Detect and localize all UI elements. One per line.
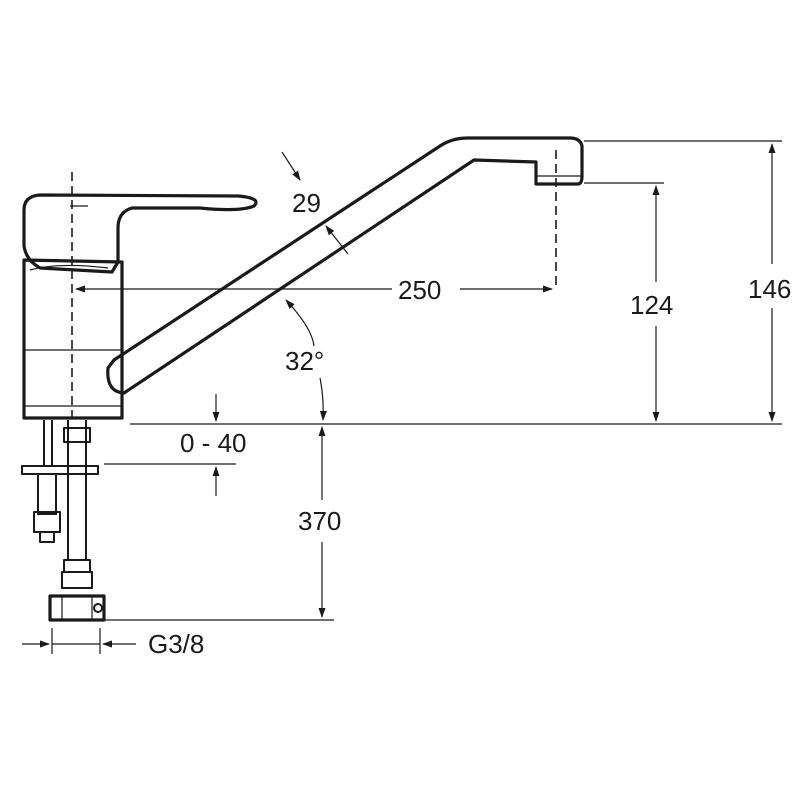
under-counter-hardware: [21, 420, 106, 622]
dimension-counter-thickness: 0 - 40: [180, 394, 247, 496]
dimension-total-height: 146: [748, 143, 791, 422]
nut-hole: [93, 603, 103, 613]
dimension-handle-thickness: 29: [281, 151, 349, 255]
spout-outline: [106, 136, 584, 395]
dim-32-arc-lower: [319, 377, 327, 421]
hose-connection-nut: [48, 594, 106, 622]
dim-250-label: 250: [398, 275, 441, 305]
dimension-connection-thread: G3/8: [22, 629, 204, 659]
mounting-plate: [21, 465, 99, 475]
faucet-spout: [106, 136, 584, 395]
dimension-hose-length: 370: [298, 426, 341, 618]
dim-124-label: 124: [630, 290, 673, 320]
hose-right-collar: [63, 427, 91, 443]
center-lines: [71, 150, 557, 420]
faucet-lever-handle: [22, 193, 258, 274]
dim-29-label: 29: [292, 188, 321, 218]
lever-joint-line: [29, 264, 109, 271]
stud-end: [39, 531, 55, 543]
dim-29-line: [281, 151, 301, 181]
dimension-spout-reach: 250: [75, 275, 553, 305]
dimension-outlet-height: 124: [630, 185, 673, 422]
reference-lines: [51, 140, 782, 654]
hose-fitting-mid: [61, 571, 93, 589]
hose-fitting-upper: [63, 559, 91, 573]
dim-040-label: 0 - 40: [180, 428, 247, 458]
dim-370-label: 370: [298, 506, 341, 536]
hose-right: [67, 420, 87, 560]
faucet-body-cylinder: [22, 258, 124, 420]
nut-facet-1: [61, 596, 93, 620]
dim-32-label: 32°: [285, 346, 324, 376]
dim-g38-label: G3/8: [148, 629, 204, 659]
dimension-spout-angle: 32°: [285, 299, 327, 421]
mounting-stud: [37, 473, 57, 515]
dim-146-label: 146: [748, 274, 791, 304]
dim-32-arc: [285, 299, 315, 347]
hose-left: [43, 420, 53, 466]
faucet-body: [22, 193, 258, 420]
dim-29-line-lower: [325, 225, 349, 255]
